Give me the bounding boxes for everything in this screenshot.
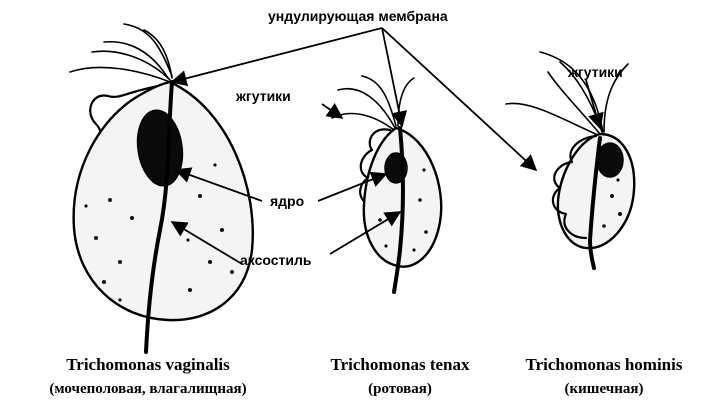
species-name-tenax: Trichomonas tenax (331, 355, 470, 374)
species-habitat-tenax: (ротовая) (368, 381, 432, 397)
label-axostyle: аксостиль (240, 252, 312, 268)
trichomonas-tenax-illustration (332, 76, 441, 292)
species-name-hominis: Trichomonas hominis (526, 355, 683, 374)
label-nucleus: ядро (270, 193, 304, 209)
label-undulating-membrane: ундулирующая мембрана (268, 8, 448, 24)
species-habitat-vaginalis: (мочеполовая, влагалищная) (49, 381, 246, 397)
label-flagella-center: жгутики (235, 88, 291, 104)
label-flagella-right: жгутики (567, 64, 623, 80)
species-name-vaginalis: Trichomonas vaginalis (66, 355, 230, 374)
species-habitat-hominis: (кишечная) (565, 381, 644, 397)
